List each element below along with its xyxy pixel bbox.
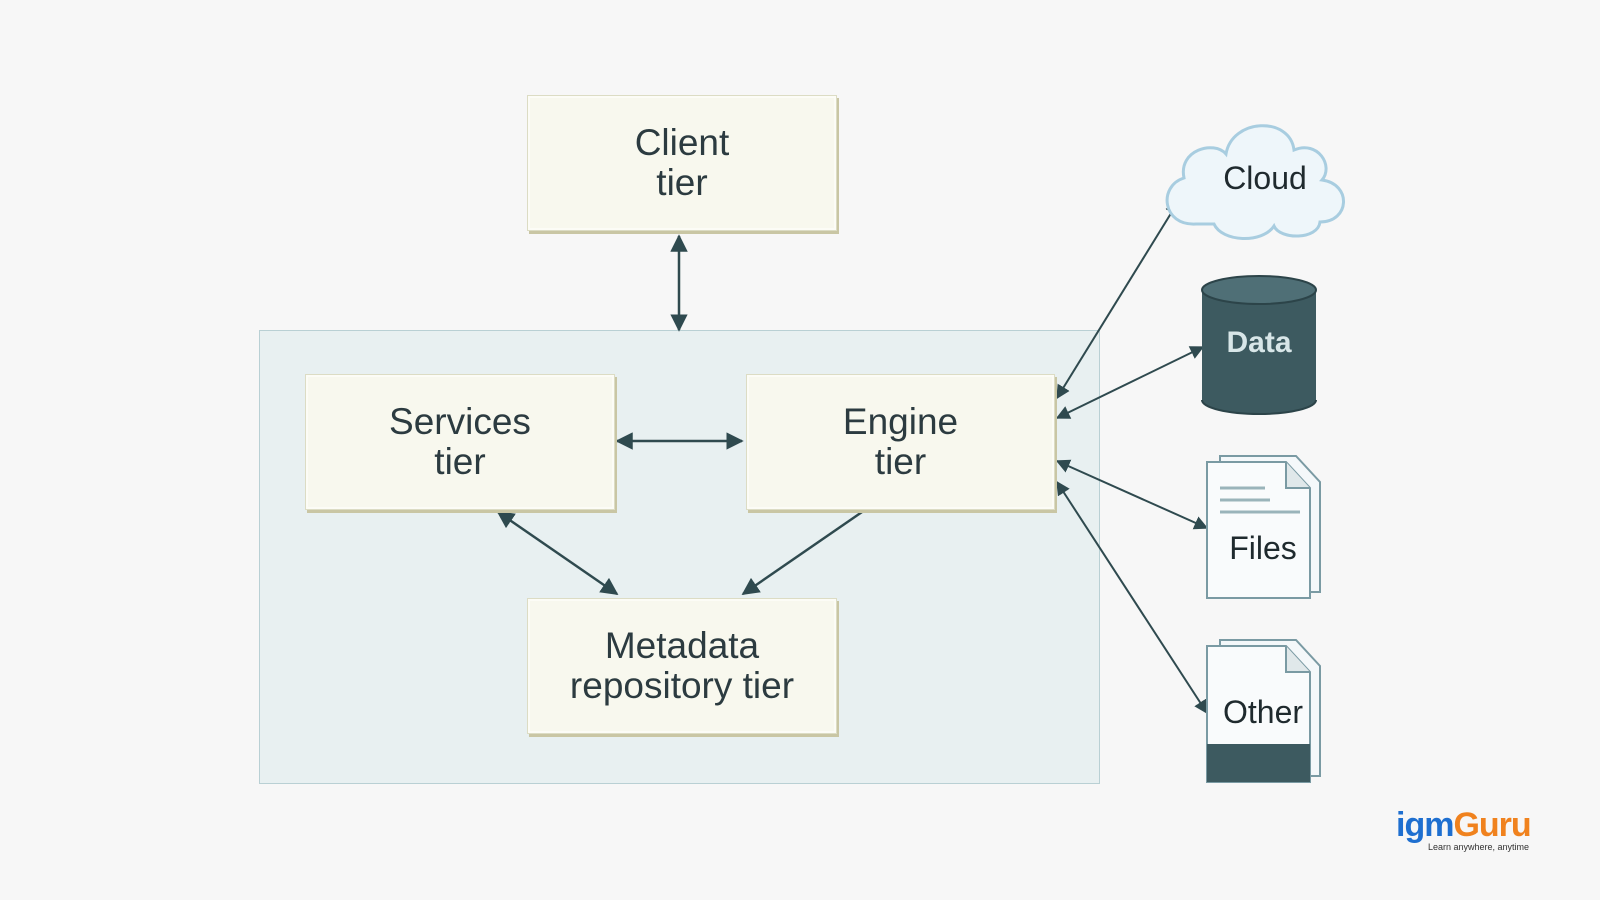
services-tier-box: Services tier: [305, 374, 615, 510]
other-document-icon: [1206, 639, 1321, 783]
engine-tier-box: Engine tier: [746, 374, 1055, 510]
other-label: Other: [1222, 694, 1304, 730]
cloud-label: Cloud: [1223, 160, 1307, 196]
engine-tier-label-line2: tier: [874, 441, 927, 482]
metadata-repository-tier-box: Metadata repository tier: [527, 598, 837, 734]
services-tier-label-line2: tier: [434, 441, 486, 482]
engine-to-data-arrow: [1055, 346, 1205, 419]
logo-guru-text: Guru: [1453, 806, 1531, 844]
files-label: Files: [1229, 530, 1297, 566]
logo-igm-text: igm: [1396, 806, 1454, 844]
logo-tagline: Learn anywhere, anytime: [1428, 842, 1530, 852]
database-icon: [1201, 275, 1317, 415]
services-to-metadata-arrow: [496, 510, 619, 596]
engine-to-metadata-arrow: [741, 510, 863, 596]
engine-tier-label-line1: Engine: [842, 401, 959, 442]
cloud-icon: [1165, 124, 1345, 240]
metadata-tier-label-line1: Metadata: [604, 625, 760, 666]
igmguru-logo: igmGuru Learn anywhere, anytime: [1396, 808, 1548, 852]
client-tier-label-line2: tier: [656, 162, 708, 203]
files-icon: [1206, 455, 1321, 599]
engine-to-other-arrow: [1056, 480, 1208, 715]
data-label: Data: [1226, 326, 1292, 359]
client-tier-label-line1: Client: [634, 122, 730, 163]
services-tier-label-line1: Services: [389, 401, 531, 442]
metadata-tier-label-line2: repository tier: [569, 665, 795, 706]
client-tier-box: Client tier: [527, 95, 837, 231]
